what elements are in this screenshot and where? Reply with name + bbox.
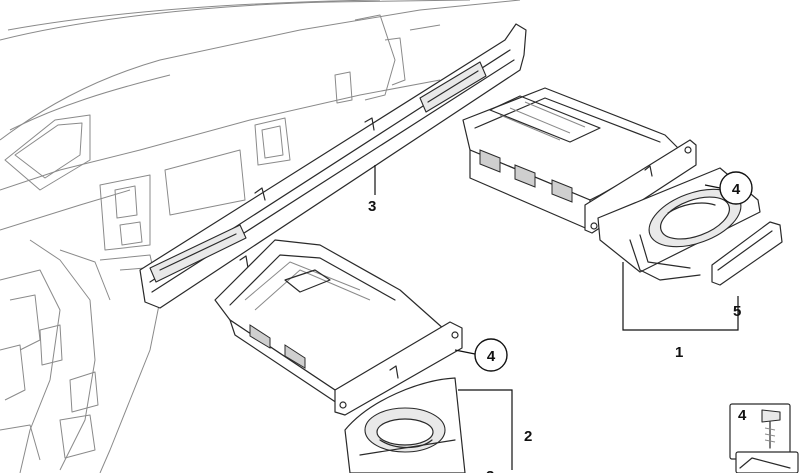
trim-strip-part-3 (139, 23, 527, 309)
label-4-legend: 4 (738, 407, 747, 424)
screw-legend (729, 403, 799, 473)
dashboard-outline (0, 0, 521, 473)
label-1: 1 (675, 344, 683, 361)
label-3-cut: 3 (486, 468, 494, 473)
cupholder-part-1 (462, 87, 783, 286)
label-3: 3 (368, 198, 376, 215)
callout-4-upper: 4 (719, 171, 753, 205)
svg-text:4: 4 (487, 348, 496, 365)
label-2: 2 (524, 428, 532, 445)
leader-lines (374, 165, 739, 470)
svg-text:4: 4 (732, 181, 741, 198)
label-5: 5 (733, 303, 741, 320)
cupholder-part-2 (214, 239, 466, 473)
callout-4-lower: 4 (474, 338, 508, 372)
